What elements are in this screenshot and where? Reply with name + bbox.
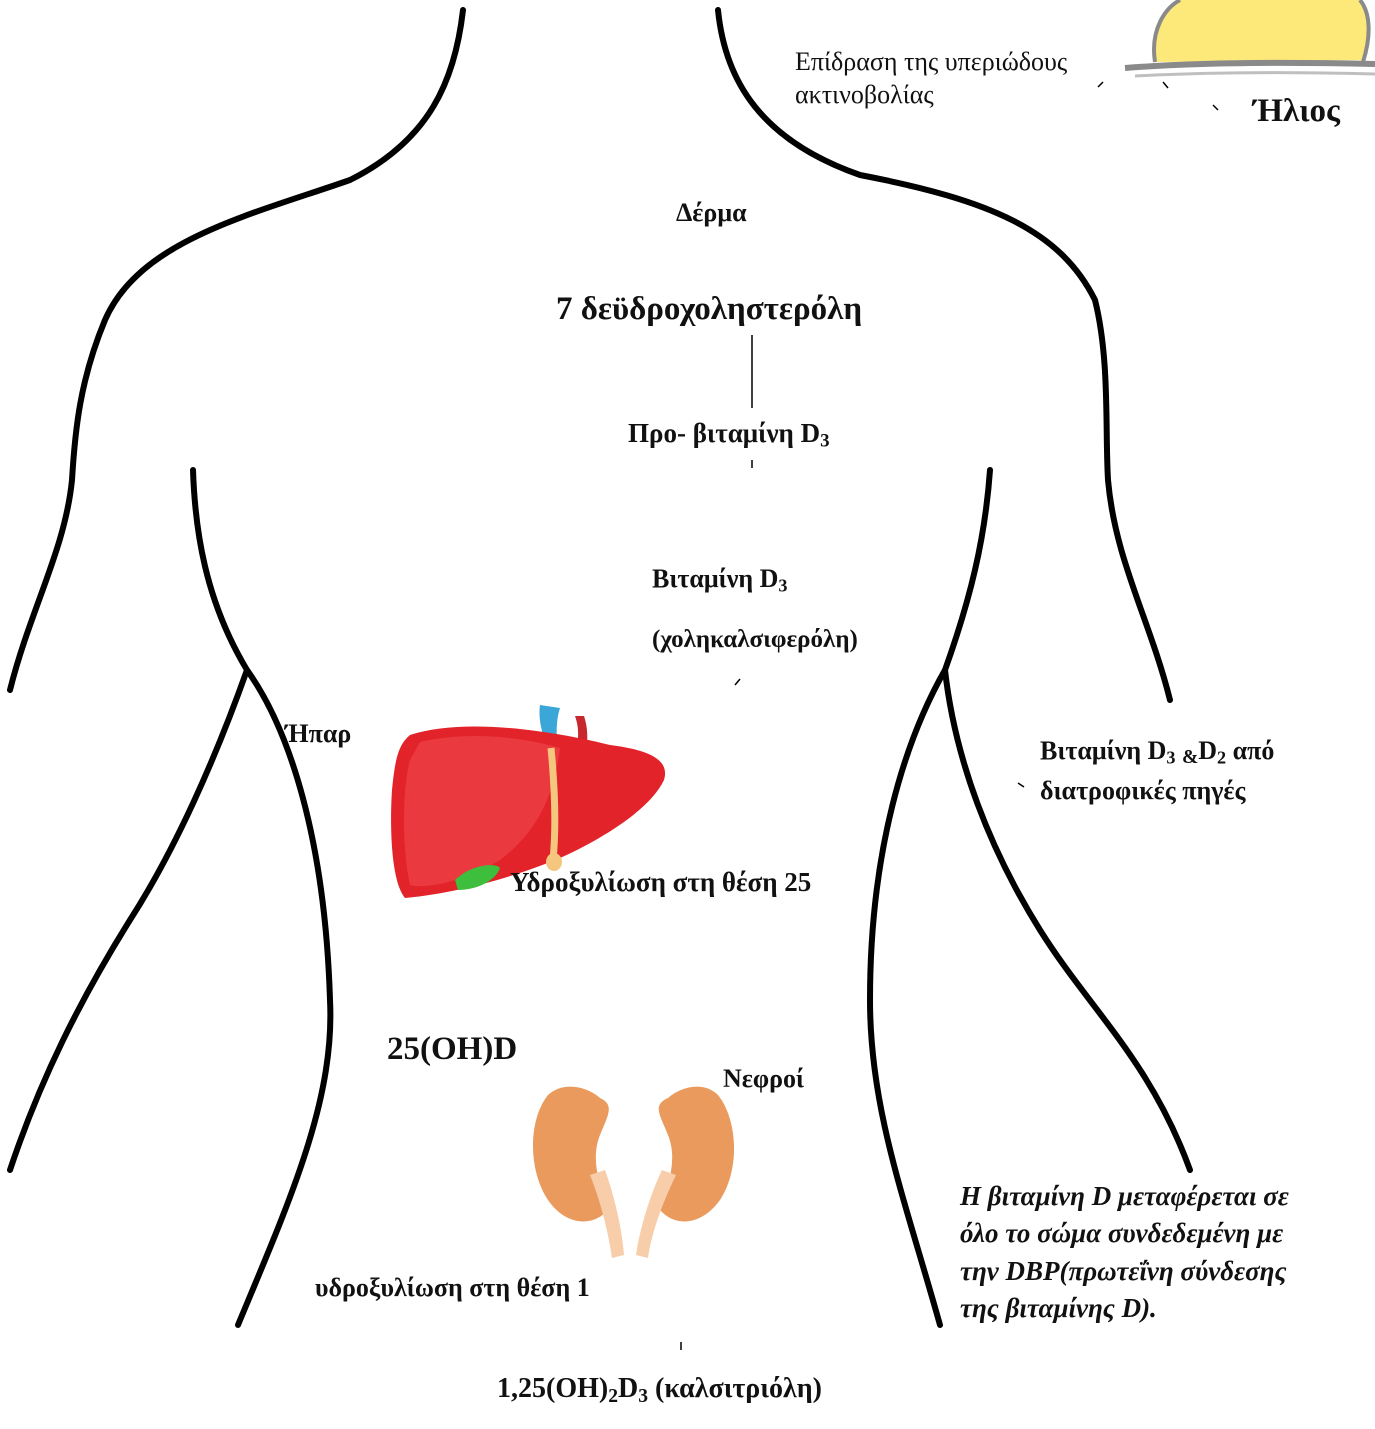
- liver-label: Ήπαρ: [285, 718, 351, 749]
- sun-label: Ήλιος: [1253, 92, 1340, 132]
- uv-label-line2: ακτινοβολίας: [795, 79, 1067, 112]
- dehydrocholesterol-label: 7 δεϋδροχοληστερόλη: [556, 290, 862, 330]
- dbp-note-line3: την DBP(πρωτεΐνη σύνδεσης: [960, 1253, 1289, 1290]
- previtamin-d3-text: Προ- βιταμίνη D: [628, 418, 820, 448]
- uv-label-line1: Επίδραση της υπεριώδους: [795, 46, 1067, 79]
- dietary-sources-label: Βιταμίνη D3 &D2 από διατροφικές πηγές: [1040, 732, 1274, 810]
- dbp-note-line2: όλο το σώμα συνδεδεμένη με: [960, 1215, 1289, 1252]
- dbp-note-line1: Η βιταμίνη D μεταφέρεται σε: [960, 1178, 1289, 1215]
- vitamin-d3-label: Βιταμίνη D3: [652, 563, 787, 597]
- dbp-note: Η βιταμίνη D μεταφέρεται σε όλο το σώμα …: [960, 1178, 1289, 1327]
- previtamin-d3-label: Προ- βιταμίνη D3: [628, 417, 830, 453]
- dietary-sources-line2: διατροφικές πηγές: [1040, 772, 1274, 810]
- hydroxylation-1-label: υδροξυλίωση στη θέση 1: [315, 1272, 590, 1303]
- vitamin-d3-sub: 3: [778, 576, 787, 596]
- kidneys-label: Νεφροί: [723, 1063, 804, 1094]
- calcitriol-label: 1,25(OH)2D3 (καλσιτριόλη): [497, 1372, 822, 1408]
- calcidiol-label: 25(OH)D: [387, 1030, 517, 1070]
- kidneys-icon: [533, 1087, 734, 1258]
- sun-icon: [1125, 0, 1375, 76]
- cholecalciferol-label: (χοληκαλσιφερόλη): [652, 625, 858, 655]
- uv-label: Επίδραση της υπεριώδους ακτινοβολίας: [795, 46, 1067, 111]
- skin-label: Δέρμα: [676, 197, 747, 228]
- vitamin-d3-text: Βιταμίνη D: [652, 564, 778, 593]
- dbp-note-line4: της βιταμίνης D).: [960, 1290, 1289, 1327]
- dietary-sources-line1: Βιταμίνη D3 &D2 από: [1040, 732, 1274, 772]
- previtamin-d3-sub: 3: [820, 431, 829, 452]
- hydroxylation-25-label: Υδροξυλίωση στη θέση 25: [510, 866, 811, 898]
